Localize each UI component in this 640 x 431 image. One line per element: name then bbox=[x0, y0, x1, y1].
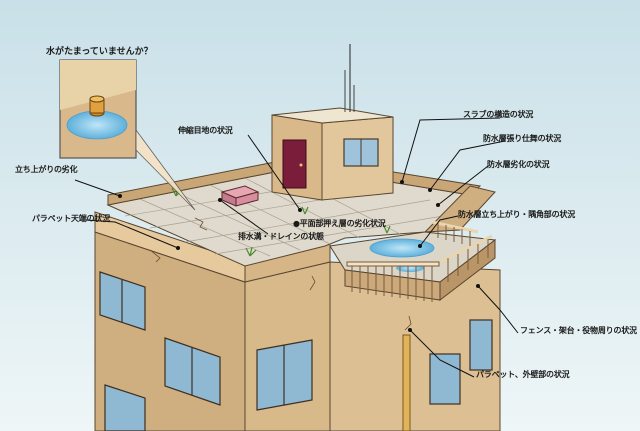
label-exterior-wall: パラペット、外壁部の状況 bbox=[476, 370, 569, 380]
label-fence: フェンス・架台・役物周りの状況 bbox=[520, 326, 637, 336]
penthouse-window bbox=[344, 139, 378, 166]
label-upturn: 立ち上がりの劣化 bbox=[15, 165, 77, 175]
label-waterproof-finish: 防水層張り仕舞の状況 bbox=[483, 134, 561, 144]
label-slab: スラブの構造の状況 bbox=[463, 110, 533, 120]
label-expansion-joint: 伸縮目地の状況 bbox=[178, 126, 233, 136]
inset-title: 水がたまっていませんか？ bbox=[46, 44, 153, 57]
drain-pipe bbox=[403, 335, 410, 431]
roof-puddle bbox=[370, 239, 434, 257]
label-drain: 排水溝・ドレインの状態 bbox=[238, 232, 324, 242]
penthouse-door bbox=[283, 140, 306, 188]
label-parapet-top: パラペット天端の状況 bbox=[32, 214, 110, 224]
label-upturn-corner: 防水層立ち上がり・隅角部の状況 bbox=[458, 210, 575, 220]
label-waterproof-degradation: 防水層劣化の状況 bbox=[487, 160, 549, 170]
inset-panel bbox=[60, 60, 136, 158]
front-windows bbox=[257, 340, 312, 410]
label-flat-protection: ●平面部押え層の劣化状況 bbox=[293, 219, 386, 229]
door-knob bbox=[300, 164, 303, 167]
